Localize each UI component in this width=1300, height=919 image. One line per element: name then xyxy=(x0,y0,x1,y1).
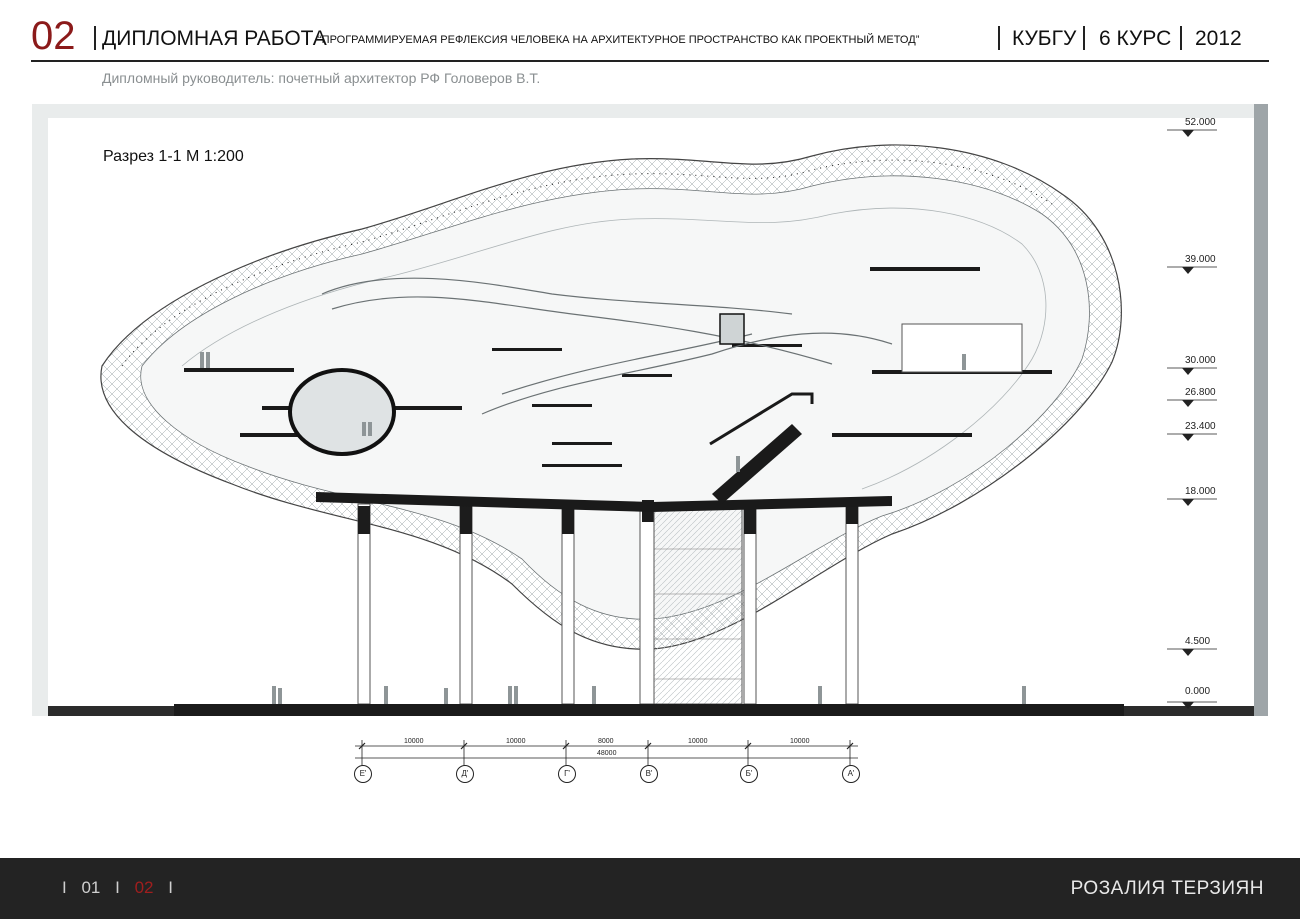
elevation-label: 0.000 xyxy=(1185,686,1211,697)
axis-marker: Е' xyxy=(354,765,372,783)
pillar-caps xyxy=(358,500,858,534)
header-separator xyxy=(1083,26,1085,50)
axis-marker: Г' xyxy=(558,765,576,783)
span-label: 10000 xyxy=(688,738,708,745)
main-staircase xyxy=(712,424,802,504)
university-label: КУБГУ xyxy=(1012,27,1077,50)
span-label: 10000 xyxy=(790,738,810,745)
header-separator xyxy=(1180,26,1182,50)
nav-separator: I xyxy=(62,878,67,897)
page-link-01[interactable]: 01 xyxy=(81,878,101,897)
span-label: 10000 xyxy=(506,738,526,745)
axis-marker: В' xyxy=(640,765,658,783)
oval-volume xyxy=(288,368,396,456)
main-slab xyxy=(316,492,892,512)
nav-separator: I xyxy=(115,878,120,897)
header: 02 ДИПЛОМНАЯ РАБОТА “ПРОГРАММИРУЕМАЯ РЕФ… xyxy=(0,0,1300,95)
ramps xyxy=(321,277,893,415)
elevation-label: 23.400 xyxy=(1185,421,1216,432)
frame-edge xyxy=(1254,104,1268,716)
elevation-label: 52.000 xyxy=(1185,117,1216,128)
span-label: 8000 xyxy=(598,738,614,745)
supervisor-line: Дипломный руководитель: почетный архитек… xyxy=(102,70,541,86)
pillars xyxy=(357,503,859,705)
elevation-label: 30.000 xyxy=(1185,355,1216,366)
header-rule xyxy=(31,60,1269,62)
title-main: ДИПЛОМНАЯ РАБОТА xyxy=(102,27,327,50)
stair-core xyxy=(653,503,743,705)
header-separator xyxy=(998,26,1000,50)
elevation-label: 39.000 xyxy=(1185,254,1216,265)
section-drawing: Разрез 1-1 М 1:200 52.000 39.000 30.000 … xyxy=(32,104,1268,716)
axis-marker: Д' xyxy=(456,765,474,783)
elevation-arrows xyxy=(1182,130,1194,709)
section-drawing-svg xyxy=(32,104,1268,716)
page-navigation: I 01 I 02 I xyxy=(62,878,183,898)
axis-marker: А' xyxy=(842,765,860,783)
elevation-label: 18.000 xyxy=(1185,486,1216,497)
nav-separator: I xyxy=(168,878,173,897)
author-name: РОЗАЛИЯ ТЕРЗИЯН xyxy=(1070,878,1264,899)
shell-dots xyxy=(121,159,1053,367)
elevation-label: 26.800 xyxy=(1185,387,1216,398)
header-separator xyxy=(94,26,96,50)
course-label: 6 КУРС xyxy=(1099,27,1172,50)
span-label: 10000 xyxy=(404,738,424,745)
total-span-label: 48000 xyxy=(597,750,617,757)
elevation-label: 4.500 xyxy=(1185,636,1211,647)
axis-marker: Б' xyxy=(740,765,758,783)
page-link-02[interactable]: 02 xyxy=(134,878,154,897)
staircase-rail xyxy=(709,392,814,446)
section-label: Разрез 1-1 М 1:200 xyxy=(103,148,244,165)
ground-slab xyxy=(174,704,1124,716)
sheet-number: 02 xyxy=(31,14,76,58)
core-floors xyxy=(654,548,742,680)
footer: I 01 I 02 I РОЗАЛИЯ ТЕРЗИЯН xyxy=(0,858,1300,919)
people xyxy=(200,352,1026,704)
elevator-box xyxy=(719,313,745,345)
shell-contour xyxy=(181,207,1047,490)
year-label: 2012 xyxy=(1195,27,1242,50)
title-subtitle: “ПРОГРАММИРУЕМАЯ РЕФЛЕКСИЯ ЧЕЛОВЕКА НА А… xyxy=(318,34,920,46)
